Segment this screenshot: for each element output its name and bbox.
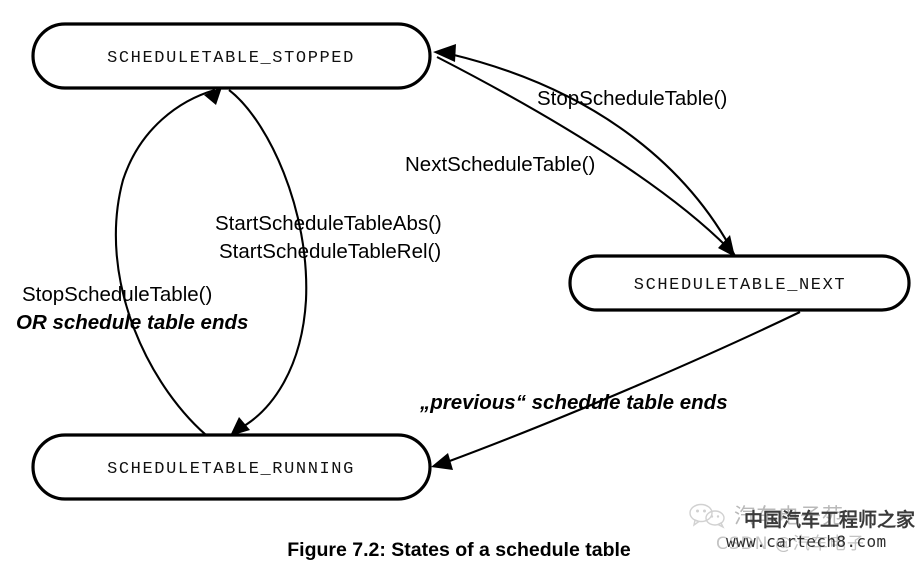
transition-running-to-stopped — [114, 87, 222, 441]
edge-label-next-to-stopped: StopScheduleTable() — [537, 87, 727, 110]
arrow-head-to-running-right — [431, 453, 453, 470]
arrow-head-to-next-top — [718, 235, 735, 257]
state-node-stopped[interactable]: SCHEDULETABLE_STOPPED — [31, 22, 432, 90]
state-box-next — [568, 254, 911, 312]
edge-path-running-to-stopped — [114, 88, 216, 441]
state-node-running[interactable]: SCHEDULETABLE_RUNNING — [31, 433, 432, 501]
arrow-head-to-stopped-right — [433, 44, 456, 62]
edge-label-stopped-to-next: NextScheduleTable() — [405, 153, 595, 176]
state-label-running: SCHEDULETABLE_RUNNING — [107, 460, 355, 479]
state-label-next: SCHEDULETABLE_NEXT — [634, 276, 846, 295]
edge-label-stopped-to-running-line2: StartScheduleTableRel() — [219, 240, 441, 263]
edge-label-next-to-running: „previous“ schedule table ends — [419, 391, 728, 414]
state-node-next[interactable]: SCHEDULETABLE_NEXT — [568, 254, 911, 312]
figure-caption: Figure 7.2: States of a schedule table — [287, 539, 631, 561]
edge-label-running-to-stopped-line2: OR schedule table ends — [16, 311, 248, 334]
state-label-stopped: SCHEDULETABLE_STOPPED — [107, 49, 355, 68]
state-box-stopped — [31, 22, 432, 90]
edge-path-next-to-stopped — [449, 52, 736, 257]
transition-next-to-running — [431, 311, 801, 470]
transition-stopped-to-next — [436, 56, 735, 257]
arrow-head-to-running-top — [230, 417, 250, 436]
transition-stopped-to-running — [228, 89, 308, 436]
edge-label-running-to-stopped-line1: StopScheduleTable() — [22, 283, 212, 306]
state-box-running — [31, 433, 432, 501]
edge-label-stopped-to-running-line1: StartScheduleTableAbs() — [215, 212, 442, 235]
arrow-head-to-stopped-bottom — [204, 87, 222, 105]
transition-next-to-stopped — [433, 44, 736, 257]
edge-path-next-to-running — [446, 311, 801, 463]
edge-path-stopped-to-next — [436, 56, 729, 249]
edge-path-stopped-to-running — [228, 89, 308, 431]
